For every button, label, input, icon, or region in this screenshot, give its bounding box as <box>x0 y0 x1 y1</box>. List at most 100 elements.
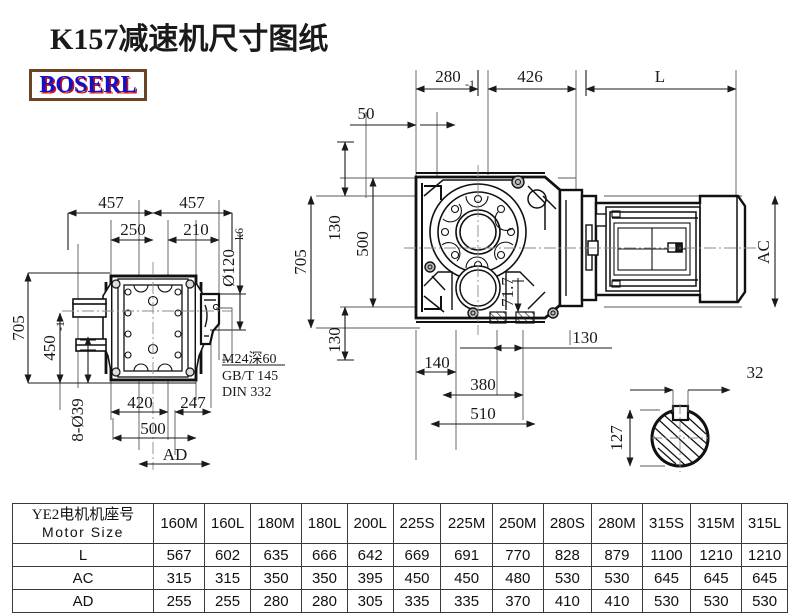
table-cell: 255 <box>152 589 206 613</box>
dim-left-420: 420 <box>127 393 153 412</box>
dim-left-250: 250 <box>120 220 146 239</box>
note-gbt145: GB/T 145 <box>222 369 278 384</box>
table-cell: 530 <box>689 589 743 613</box>
dim-left-247: 247 <box>180 393 206 412</box>
table-col-header: 315S <box>642 503 691 544</box>
dim-main-AC: AC <box>754 240 773 264</box>
brand-logo-text: BOSERL <box>39 72 137 98</box>
table-cell: 669 <box>392 543 442 567</box>
table-col-header: 200L <box>346 503 394 544</box>
dim-left-8xdia39: 8-Ø39 <box>68 398 87 441</box>
brand-logo: BOSERL <box>29 69 147 101</box>
dim-left-705: 705 <box>9 315 28 341</box>
dim-main-705: 705 <box>291 249 310 275</box>
table-cell: 645 <box>741 566 788 590</box>
dim-main-130-top: 130 <box>325 215 344 241</box>
table-cell: 350 <box>301 566 348 590</box>
table-cell: 635 <box>249 543 303 567</box>
table-cell: 666 <box>301 543 348 567</box>
table-col-header: 250M <box>491 503 544 544</box>
table-col-header: 160M <box>152 503 206 544</box>
dim-main-140: 140 <box>424 353 450 372</box>
dim-left-500: 500 <box>140 419 166 438</box>
motor-size-table: YE2电机机座号 Motor Size 160M 160L 180M 180L … <box>12 503 788 613</box>
table-cell: 770 <box>491 543 544 567</box>
dim-detail-32: 32 <box>747 363 764 382</box>
table-cell: 395 <box>346 566 394 590</box>
table-cell: 280 <box>249 589 303 613</box>
table-cell: 645 <box>642 566 691 590</box>
table-cell: 480 <box>491 566 544 590</box>
dim-main-500: 500 <box>353 231 372 257</box>
table-cell: 255 <box>204 589 251 613</box>
table-cell: 335 <box>440 589 493 613</box>
note-m24: M24深60 <box>222 351 276 367</box>
table-col-header: 225S <box>392 503 442 544</box>
table-cell: 450 <box>392 566 442 590</box>
table-cell: 305 <box>346 589 394 613</box>
table-cell: 1210 <box>689 543 743 567</box>
main-front-view-group: 280 -1 426 L 50 705 130 500 130 <box>291 67 779 460</box>
table-col-header: 315L <box>741 503 788 544</box>
dim-left-450-tol: -1 <box>53 321 67 331</box>
note-din332: DIN 332 <box>222 385 271 400</box>
table-row: L 567 602 635 666 642 669 691 770 828 87… <box>12 543 788 567</box>
table-col-header: 225M <box>440 503 493 544</box>
table-col-header: 315M <box>689 503 743 544</box>
table-cell: 530 <box>590 566 644 590</box>
dim-left-210: 210 <box>183 220 209 239</box>
dim-left-AD: AD <box>163 445 188 464</box>
dim-left-450: 450 <box>40 335 59 361</box>
table-body: YE2电机机座号 Motor Size 160M 160L 180M 180L … <box>12 503 788 613</box>
dim-main-50: 50 <box>358 104 375 123</box>
shaft-key-detail-group: 32 127 <box>607 363 764 472</box>
table-header-row: YE2电机机座号 Motor Size 160M 160L 180M 180L … <box>12 503 788 544</box>
page-title: K157减速机尺寸图纸 <box>50 23 329 56</box>
table-header-label-en: Motor Size <box>42 524 124 541</box>
dim-main-130-h: 130 <box>572 328 598 347</box>
dim-left-457b: 457 <box>179 193 205 212</box>
dim-main-510: 510 <box>470 404 496 423</box>
table-cell: 410 <box>590 589 644 613</box>
dim-main-130-bottom: 130 <box>325 327 344 353</box>
dim-detail-127: 127 <box>607 425 626 451</box>
table-cell: 691 <box>440 543 493 567</box>
table-col-header: 280M <box>590 503 644 544</box>
table-col-header: 180M <box>249 503 303 544</box>
table-cell: 879 <box>590 543 644 567</box>
table-cell: 530 <box>642 589 691 613</box>
table-cell: 315 <box>152 566 206 590</box>
table-cell: 370 <box>491 589 544 613</box>
table-cell: 280 <box>301 589 348 613</box>
table-row-label: AC <box>12 566 154 590</box>
dim-main-280: 280 <box>435 67 461 86</box>
table-row: AC 315 315 350 350 395 450 450 480 530 5… <box>12 566 788 590</box>
table-cell: 530 <box>741 589 788 613</box>
table-row-label: AD <box>12 589 154 613</box>
table-cell: 1100 <box>642 543 691 567</box>
table-cell: 335 <box>392 589 442 613</box>
table-cell: 350 <box>249 566 303 590</box>
left-side-view-group: 457 457 250 210 705 450 -1 8-Ø39 <box>9 193 285 470</box>
dim-main-L: L <box>655 67 665 86</box>
dim-left-dia120: Ø120 <box>219 249 238 287</box>
dim-main-71-7: 71.7 <box>498 277 517 307</box>
table-cell: 602 <box>204 543 251 567</box>
table-cell: 410 <box>542 589 592 613</box>
table-cell: 1210 <box>741 543 788 567</box>
table-cell: 315 <box>204 566 251 590</box>
dim-left-457a: 457 <box>98 193 124 212</box>
dim-main-380: 380 <box>470 375 496 394</box>
table-row: AD 255 255 280 280 305 335 335 370 410 4… <box>12 589 788 613</box>
table-col-header: 160L <box>204 503 251 544</box>
table-header-label: YE2电机机座号 Motor Size <box>12 503 154 544</box>
table-cell: 828 <box>542 543 592 567</box>
table-row-label: L <box>12 543 154 567</box>
table-cell: 567 <box>152 543 206 567</box>
table-cell: 530 <box>542 566 592 590</box>
dim-left-dia120-fit: k6 <box>232 228 246 240</box>
table-col-header: 280S <box>542 503 592 544</box>
dim-main-280-tol: -1 <box>465 77 475 91</box>
table-cell: 450 <box>440 566 493 590</box>
